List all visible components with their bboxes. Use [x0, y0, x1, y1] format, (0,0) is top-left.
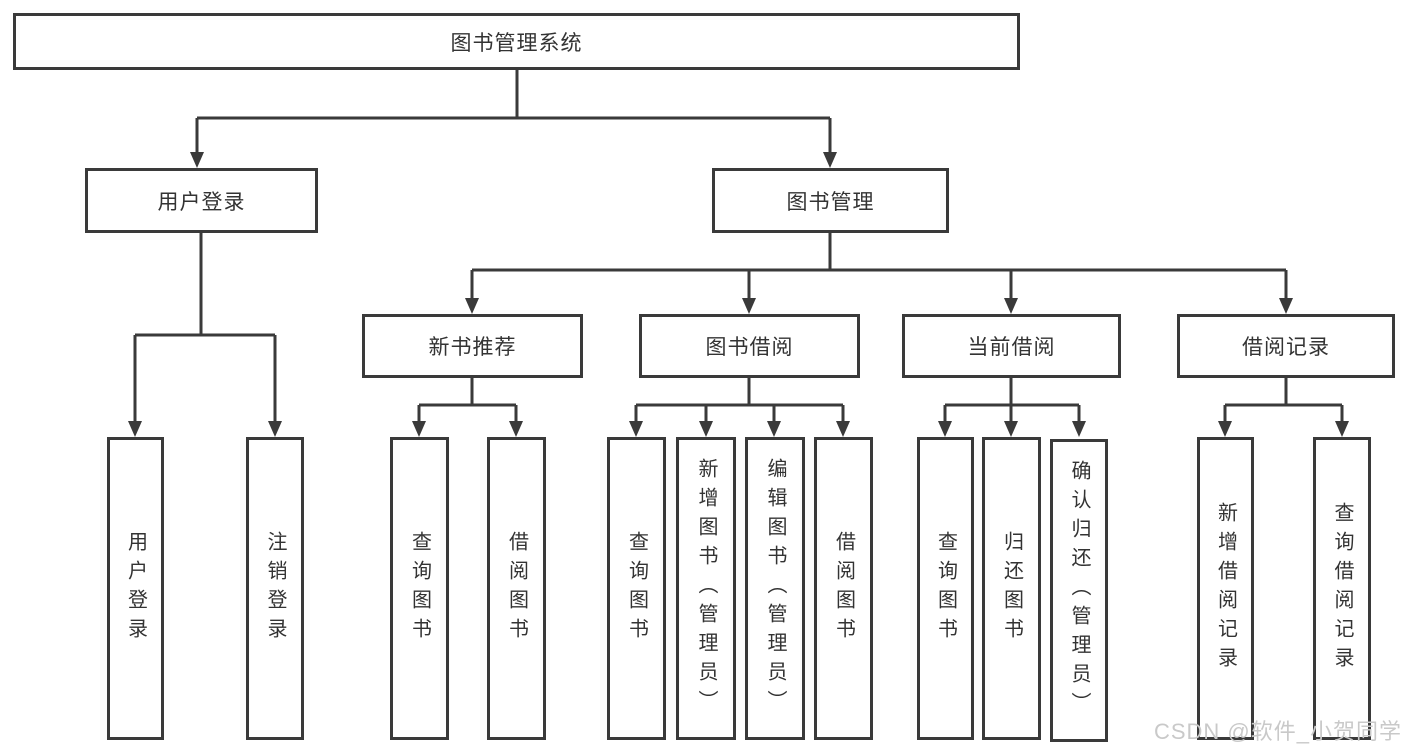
leaf-logout: 注销登录	[246, 437, 304, 740]
node-book-mgmt: 图书管理	[712, 168, 949, 233]
leaf-borrow-books-recommend-label: 借阅图书	[505, 530, 528, 647]
node-current-borrow: 当前借阅	[902, 314, 1121, 378]
leaf-confirm-return-admin-label: 确认归还（管理员）	[1068, 460, 1090, 721]
leaf-query-books-recommend-label: 查询图书	[408, 530, 431, 647]
csdn-watermark: CSDN @软件_小贺同学	[1153, 719, 1402, 744]
leaf-query-books-current: 查询图书	[917, 437, 974, 740]
node-book-borrow-label: 图书借阅	[705, 336, 794, 359]
leaf-return-books-label: 归还图书	[1000, 530, 1023, 647]
leaf-user-login: 用户登录	[107, 437, 164, 740]
leaf-add-books-admin-label: 新增图书（管理员）	[695, 458, 717, 719]
node-new-book-recommend-label: 新书推荐	[428, 336, 517, 359]
node-current-borrow-label: 当前借阅	[967, 336, 1056, 359]
leaf-logout-label: 注销登录	[264, 530, 286, 647]
node-root: 图书管理系统	[13, 13, 1020, 70]
leaf-query-books-current-label: 查询图书	[934, 530, 957, 647]
leaf-query-books-recommend: 查询图书	[390, 437, 449, 740]
leaf-add-borrow-record: 新增借阅记录	[1197, 437, 1254, 740]
leaf-edit-books-admin-label: 编辑图书（管理员）	[764, 458, 786, 719]
leaf-query-books-borrow-label: 查询图书	[625, 530, 648, 647]
leaf-edit-books-admin: 编辑图书（管理员）	[745, 437, 805, 740]
leaf-query-borrow-record: 查询借阅记录	[1313, 437, 1371, 740]
leaf-add-borrow-record-label: 新增借阅记录	[1214, 501, 1237, 676]
leaf-return-books: 归还图书	[982, 437, 1041, 740]
node-new-book-recommend: 新书推荐	[362, 314, 583, 378]
leaf-query-borrow-record-label: 查询借阅记录	[1331, 501, 1353, 676]
leaf-borrow-books: 借阅图书	[814, 437, 873, 740]
leaf-user-login-label: 用户登录	[124, 530, 147, 647]
leaf-query-books-borrow: 查询图书	[607, 437, 666, 740]
node-book-mgmt-label: 图书管理	[786, 190, 875, 214]
leaf-confirm-return-admin: 确认归还（管理员）	[1050, 439, 1108, 742]
node-user-login: 用户登录	[85, 168, 318, 233]
node-borrow-records: 借阅记录	[1177, 314, 1395, 378]
leaf-add-books-admin: 新增图书（管理员）	[676, 437, 736, 740]
leaf-borrow-books-label: 借阅图书	[832, 530, 855, 647]
node-root-label: 图书管理系统	[450, 31, 583, 55]
leaf-borrow-books-recommend: 借阅图书	[487, 437, 546, 740]
node-borrow-records-label: 借阅记录	[1242, 336, 1330, 359]
node-book-borrow: 图书借阅	[639, 314, 860, 378]
node-user-login-label: 用户登录	[157, 190, 246, 214]
